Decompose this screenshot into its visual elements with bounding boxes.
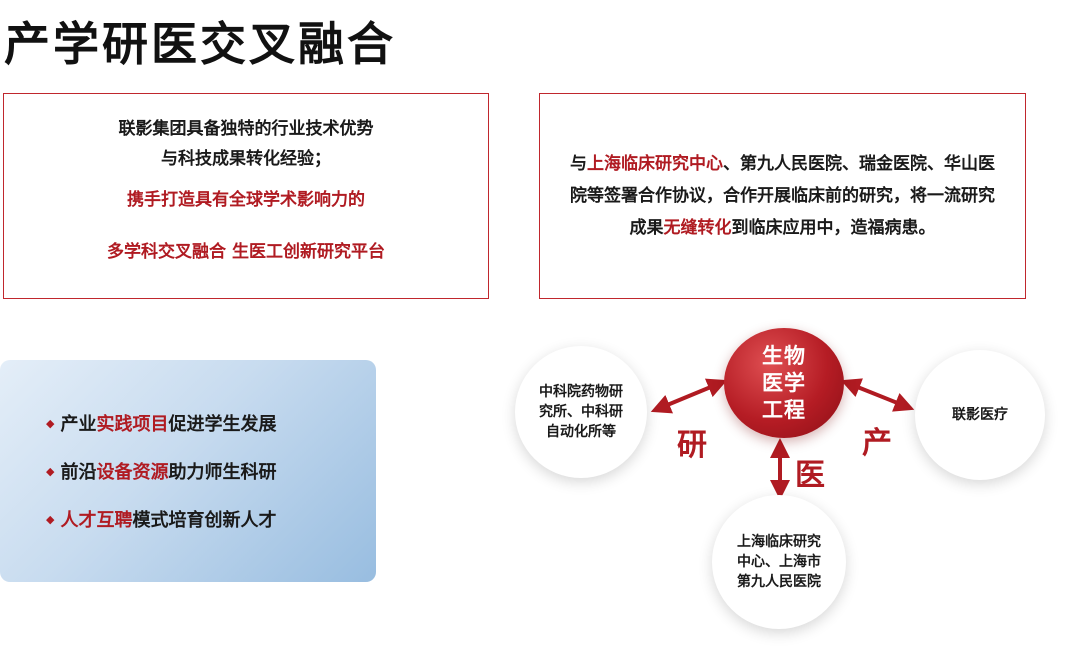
partner-research-circle: 中科院药物研究所、中科研自动化所等	[515, 346, 647, 478]
right-box-text-2: 、第九人民医院、瑞金医院、华山医院等签署合作协议，合作开展临床前的研究，将一流研…	[570, 154, 995, 238]
left-box-line-4: 多学科交叉融合 生医工创新研究平台	[107, 242, 385, 262]
left-box-line-1: 联影集团具备独特的行业技术优势	[118, 119, 374, 139]
diamond-bullet-icon: ◆	[46, 464, 55, 478]
right-box-text-3: 到临床应用中，造福病患。	[731, 218, 936, 238]
center-label: 生物医学工程	[762, 343, 806, 422]
bullet-item: ◆ 前沿设备资源助力师生科研	[46, 458, 376, 484]
bullet-text-pre: 前沿	[60, 462, 97, 483]
bullet-text-post: 促进学生发展	[168, 414, 277, 435]
bullet-text-highlight: 设备资源	[96, 462, 169, 483]
page-title: 产学研医交叉融合	[4, 17, 396, 71]
arrow-right	[840, 378, 915, 412]
right-box-text-1: 与	[570, 154, 587, 174]
right-box-highlight-1: 上海临床研究中心	[587, 154, 723, 174]
right-box-highlight-2: 无缝转化	[663, 218, 732, 238]
partner-medical-circle: 上海临床研究中心、上海市第九人民医院	[712, 495, 846, 629]
bullet-item: ◆ 人才互聘模式培育创新人才	[46, 506, 376, 532]
bullet-text-pre: 产业	[60, 414, 97, 435]
left-box-line-3: 携手打造具有全球学术影响力的	[127, 190, 365, 210]
benefits-panel: ◆ 产业实践项目促进学生发展 ◆ 前沿设备资源助力师生科研 ◆ 人才互聘模式培育…	[0, 360, 376, 582]
diamond-bullet-icon: ◆	[46, 512, 55, 526]
left-box-line-2: 与科技成果转化经验；	[161, 149, 331, 169]
right-info-box: 与上海临床研究中心、第九人民医院、瑞金医院、华山医院等签署合作协议，合作开展临床…	[539, 93, 1026, 299]
label-medical: 医	[795, 458, 825, 493]
bullet-text-post: 模式培育创新人才	[132, 510, 277, 531]
partner-industry-circle: 联影医疗	[915, 350, 1045, 480]
bullet-item: ◆ 产业实践项目促进学生发展	[46, 410, 376, 436]
label-research: 研	[677, 428, 707, 463]
right-box-paragraph: 与上海临床研究中心、第九人民医院、瑞金医院、华山医院等签署合作协议，合作开展临床…	[566, 148, 999, 244]
label-industry: 产	[862, 426, 892, 461]
bullet-text-post: 助力师生科研	[168, 462, 277, 483]
diamond-bullet-icon: ◆	[46, 416, 55, 430]
left-info-box: 联影集团具备独特的行业技术优势 与科技成果转化经验； 携手打造具有全球学术影响力…	[3, 93, 489, 299]
center-circle: 生物医学工程	[724, 328, 844, 438]
bullet-text-highlight: 人才互聘	[60, 510, 133, 531]
bullet-text-highlight: 实践项目	[96, 414, 169, 435]
arrow-left	[650, 378, 728, 414]
